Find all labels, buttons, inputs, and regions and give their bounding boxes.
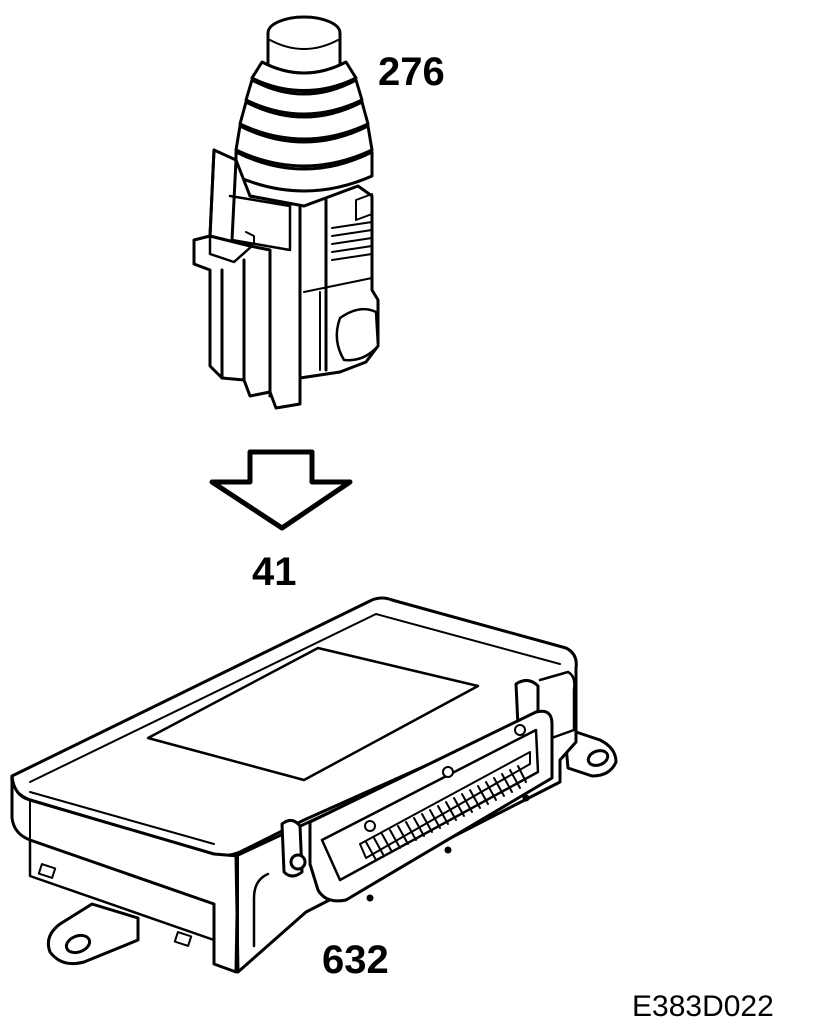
module-connector-socket bbox=[308, 709, 554, 903]
callout-arrow: 41 bbox=[252, 550, 297, 594]
connector-housing bbox=[192, 148, 380, 410]
module-front-face bbox=[10, 774, 240, 974]
figure-reference-id: E383D022 bbox=[632, 990, 774, 1023]
connector-pin-row bbox=[365, 765, 527, 861]
latch-post-left bbox=[280, 819, 307, 878]
connector-boot bbox=[234, 60, 374, 193]
mounting-tab-left bbox=[46, 902, 140, 966]
connector-plug bbox=[192, 15, 380, 410]
callout-control-module: 632 bbox=[322, 938, 389, 982]
callout-connector: 276 bbox=[378, 50, 445, 94]
control-module bbox=[10, 596, 618, 974]
module-label-panel bbox=[146, 646, 480, 782]
direction-arrow bbox=[209, 449, 353, 531]
